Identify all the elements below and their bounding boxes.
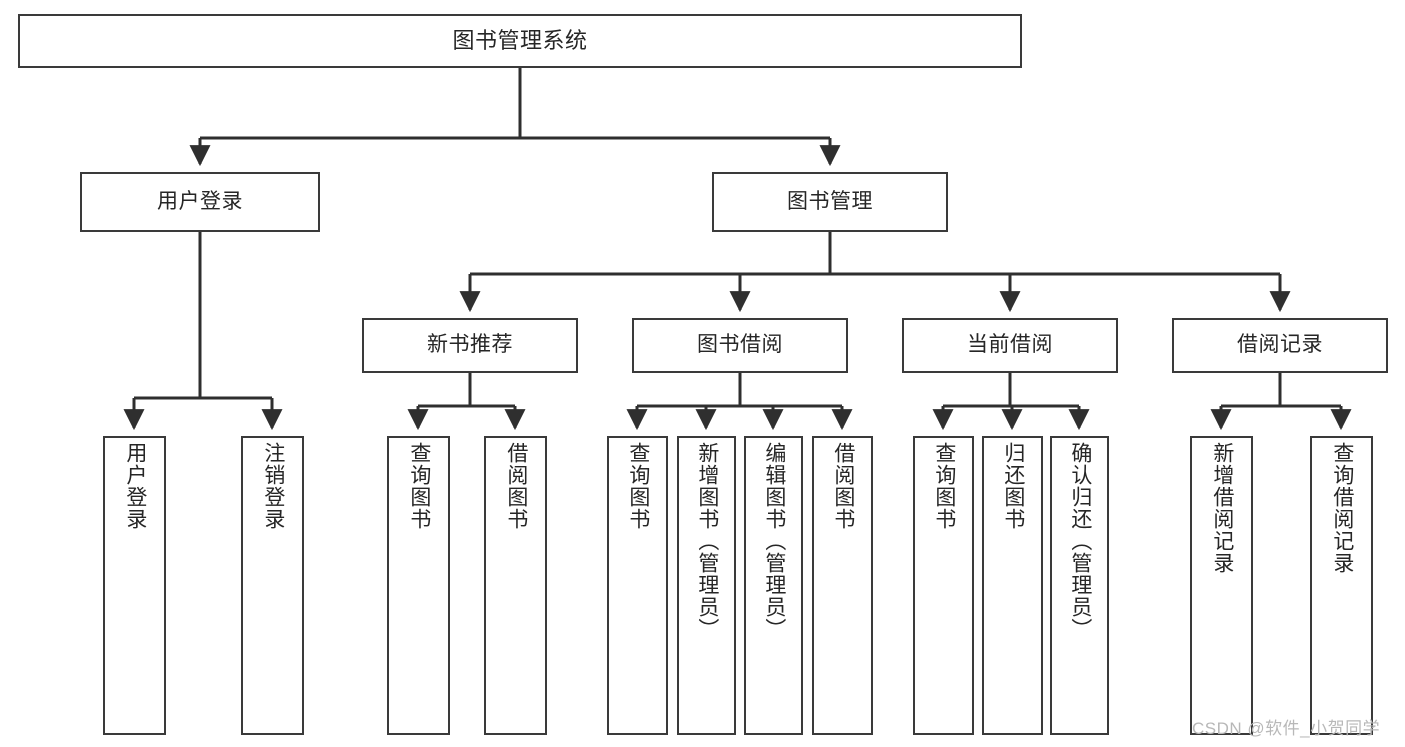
node-label: 图书管理系统 <box>452 28 588 54</box>
node-current-borrow[interactable]: 当前借阅 <box>902 318 1118 373</box>
csdn-watermark: CSDN @软件_小贺同学 <box>1192 719 1381 738</box>
node-leaf-confirm-return[interactable]: 确认归还（管理员） <box>1050 436 1109 735</box>
node-label: 查询图书 <box>626 442 650 530</box>
node-root-system[interactable]: 图书管理系统 <box>18 14 1022 68</box>
node-leaf-query-book-1[interactable]: 查询图书 <box>387 436 450 735</box>
node-new-book-rec[interactable]: 新书推荐 <box>362 318 578 373</box>
node-leaf-query-book-3[interactable]: 查询图书 <box>913 436 974 735</box>
node-label: 查询图书 <box>407 442 431 530</box>
node-label: 确认归还（管理员） <box>1068 442 1092 640</box>
node-label: 借阅记录 <box>1237 333 1323 357</box>
node-label: 编辑图书（管理员） <box>762 442 786 640</box>
node-label: 当前借阅 <box>967 333 1053 357</box>
node-leaf-query-book-2[interactable]: 查询图书 <box>607 436 668 735</box>
node-label: 新增图书（管理员） <box>695 442 719 640</box>
node-user-login[interactable]: 用户登录 <box>80 172 320 232</box>
node-label: 用户登录 <box>123 442 147 530</box>
node-leaf-query-record[interactable]: 查询借阅记录 <box>1310 436 1373 735</box>
node-leaf-user-login[interactable]: 用户登录 <box>103 436 166 735</box>
node-label: 图书管理 <box>787 189 873 213</box>
node-leaf-return-book[interactable]: 归还图书 <box>982 436 1043 735</box>
node-label: 用户登录 <box>157 189 243 213</box>
node-label: 图书借阅 <box>697 333 783 357</box>
node-leaf-edit-book[interactable]: 编辑图书（管理员） <box>744 436 803 735</box>
node-label: 借阅图书 <box>831 442 855 530</box>
node-book-borrow[interactable]: 图书借阅 <box>632 318 848 373</box>
node-leaf-borrow-book-1[interactable]: 借阅图书 <box>484 436 547 735</box>
node-label: 查询借阅记录 <box>1330 442 1354 574</box>
node-leaf-add-record[interactable]: 新增借阅记录 <box>1190 436 1253 735</box>
node-book-manage[interactable]: 图书管理 <box>712 172 948 232</box>
node-label: 新书推荐 <box>427 333 513 357</box>
node-label: 注销登录 <box>261 442 285 530</box>
node-borrow-record[interactable]: 借阅记录 <box>1172 318 1388 373</box>
node-label: 借阅图书 <box>504 442 528 530</box>
node-label: 归还图书 <box>1001 442 1025 530</box>
node-label: 查询图书 <box>932 442 956 530</box>
node-label: 新增借阅记录 <box>1210 442 1234 574</box>
node-leaf-logout[interactable]: 注销登录 <box>241 436 304 735</box>
node-leaf-add-book[interactable]: 新增图书（管理员） <box>677 436 736 735</box>
node-leaf-borrow-book-2[interactable]: 借阅图书 <box>812 436 873 735</box>
